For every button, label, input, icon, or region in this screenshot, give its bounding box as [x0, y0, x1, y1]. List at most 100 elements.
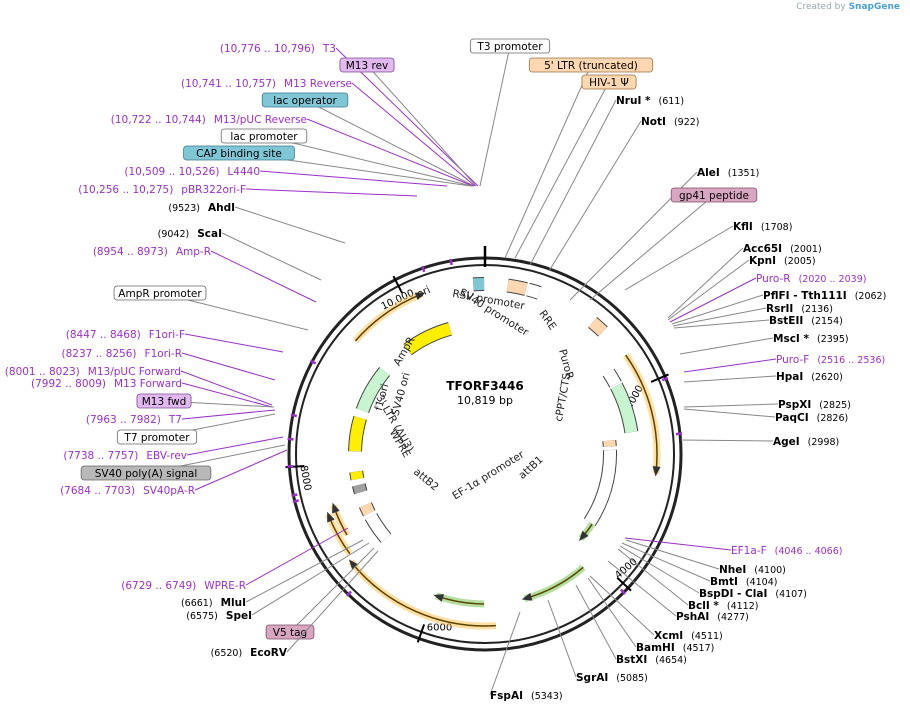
callout-puro-f-2516-2536: Puro-F(2516 .. 2536): [684, 354, 885, 372]
callout-hpai-2620: HpaI(2620): [684, 371, 843, 383]
site-position: (2826): [817, 413, 849, 424]
restriction-site-label: AgeI(2998): [773, 436, 839, 448]
inner-feature-label: attB2: [411, 466, 441, 494]
restriction-site-label: BstXI(4654): [616, 654, 687, 666]
callout-leader: [670, 278, 756, 322]
ltr3-feature: [365, 505, 369, 513]
callout-leader: [222, 233, 321, 280]
restriction-site-label: SgrAI(5085): [576, 672, 648, 684]
feature-box-label: SV40 poly(A) signal: [95, 468, 198, 480]
feature-box-label: 5' LTR (truncated): [544, 60, 638, 72]
primer-marker: [676, 433, 682, 434]
primer-name: L4440: [227, 166, 260, 178]
callout-leader: [684, 404, 778, 407]
primer-label: Puro-R(2020 .. 2039): [756, 273, 866, 285]
restriction-site-label: NruI *(611): [616, 95, 684, 107]
primer-label: (10,741 .. 10,757)M13 Reverse: [181, 78, 352, 90]
orf-arc-halo: [525, 567, 584, 598]
feature-box-label: M13 rev: [346, 60, 389, 72]
callout-msci-2395: MscI *(2395): [680, 333, 849, 354]
enzyme-name: BspDI - ClaI: [699, 588, 767, 600]
callout-leader: [252, 543, 369, 615]
site-position: (4112): [727, 601, 759, 612]
enzyme-name: NotI: [641, 116, 666, 128]
rre-feature: [593, 322, 603, 331]
callout-6729-6749-wpre-r: (6729 .. 6749)WPRE-R: [121, 528, 348, 592]
feature-box-label: AmpR promoter: [118, 288, 202, 300]
enzyme-name: KflI: [733, 221, 753, 233]
site-position: (2825): [819, 400, 851, 411]
enzyme-name: RsrII: [766, 303, 793, 315]
inner-feature-label: SV40 ori: [390, 371, 413, 417]
primer-range: (2516 .. 2536): [817, 355, 885, 366]
site-position: (611): [659, 96, 685, 107]
primer-range: (10,741 .. 10,757): [181, 78, 276, 90]
primer-label: (10,256 .. 10,275)pBR322ori-F: [78, 184, 246, 196]
primer-range: (7963 .. 7982): [86, 414, 161, 426]
rsv-promoter-feature: [528, 290, 539, 293]
feature-box-label: V5 tag: [273, 627, 307, 639]
enzyme-name: FspAI: [490, 690, 523, 702]
sv40-promoter-feature: [609, 372, 616, 384]
feature-box-label: HIV-1 Ψ: [589, 77, 629, 89]
primer-name: T3: [322, 43, 336, 55]
primer-name: M13/pUC Reverse: [214, 114, 307, 126]
callout-leader: [185, 334, 283, 352]
ltr-feature: [508, 286, 526, 290]
callout-leader: [480, 46, 510, 186]
primer-label: Puro-F(2516 .. 2536): [776, 354, 885, 366]
primer-label: (8001 .. 8023)M13/pUC Forward: [5, 366, 181, 378]
site-position: (4107): [775, 589, 807, 600]
enzyme-name: PaqCI: [775, 412, 809, 424]
inner-feature-label: cPPT/CTS: [553, 372, 573, 422]
primer-range: (2020 .. 2039): [799, 274, 867, 285]
site-position: (2062): [855, 291, 887, 302]
enzyme-name: MscI *: [773, 333, 809, 345]
site-position: (2005): [784, 256, 816, 267]
primer-range: (7738 .. 7757): [63, 450, 138, 462]
restriction-site-label: (9523)AhdI: [168, 202, 235, 214]
primer-label: (8954 .. 8973)Amp-R: [93, 246, 211, 258]
site-position: (2620): [811, 372, 843, 383]
credit-brand: SnapGene: [849, 2, 900, 12]
primer-name: F1ori-F: [149, 329, 185, 341]
callout-10-256-10-275-pbr322ori-f: (10,256 .. 10,275)pBR322ori-F: [78, 184, 417, 196]
callout-9523-ahdi: (9523)AhdI: [168, 202, 345, 243]
callout-leader: [235, 207, 345, 243]
restriction-site-label: FspAI(5343): [490, 690, 563, 702]
enzyme-name: XcmI: [654, 630, 683, 642]
enzyme-name: MluI: [221, 597, 246, 609]
callout-leader: [187, 437, 283, 455]
restriction-site-label: PshAI(4277): [676, 611, 749, 623]
primer-marker: [291, 495, 297, 496]
site-position: (6661): [181, 598, 213, 609]
primer-marker: [291, 415, 297, 416]
primer-name: SV40pA-R: [143, 485, 195, 497]
primer-label: (10,722 .. 10,744)M13/pUC Reverse: [111, 114, 307, 126]
primer-name: F1ori-R: [145, 348, 182, 360]
plasmid-length: 10,819 bp: [457, 394, 513, 407]
restriction-site-label: PspXI(2825): [778, 399, 851, 411]
callout-kpni-2005: KpnI(2005): [668, 255, 816, 320]
callout-rsrii-2136: RsrII(2136): [673, 303, 833, 326]
primer-label: (8447 .. 8468) F1ori-F: [66, 329, 185, 341]
enzyme-name: SgrAI: [576, 672, 608, 684]
restriction-site-label: BmtI(4104): [710, 576, 777, 588]
restriction-site-label: RsrII(2136): [766, 303, 833, 315]
enzyme-name: AgeI: [773, 436, 800, 448]
callout-alei-1351: AleI(1351): [570, 167, 759, 300]
restriction-site-label: HpaI(2620): [776, 371, 843, 383]
primer-range: (10,256 .. 10,275): [78, 184, 173, 196]
primer-range: (8954 .. 8973): [93, 246, 168, 258]
feature-box-label: T3 promoter: [476, 41, 543, 53]
f1-ori-feature: [355, 418, 360, 451]
callout-leader: [182, 383, 272, 407]
callout-leader: [182, 353, 275, 380]
primer-label: (10,509 .. 10,526) L4440: [124, 166, 260, 178]
primer-name: WPRE-R: [204, 580, 246, 592]
restriction-site-label: (6575)SpeI: [186, 610, 252, 622]
primer-range: (8447 .. 8468): [66, 329, 141, 341]
sv40-polya-feature: [359, 485, 361, 492]
enzyme-name: AhdI: [208, 202, 235, 214]
primer-range: (10,509 .. 10,526): [124, 166, 219, 178]
